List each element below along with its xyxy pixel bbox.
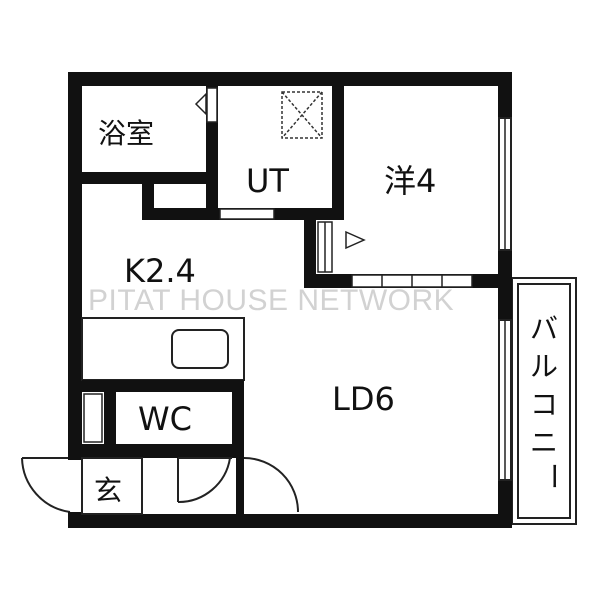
wall-ut-western	[332, 86, 344, 220]
wall-bath-bottom	[82, 172, 218, 184]
room-label-toilet: WC	[138, 400, 192, 438]
toilet-door	[177, 457, 232, 504]
windows-right	[498, 117, 512, 481]
entrance-hall	[81, 457, 143, 515]
wall-toilet-bottom	[82, 444, 244, 458]
bath-door-frame	[206, 87, 218, 123]
toilet-block	[82, 380, 244, 458]
wall-niche-bottom	[142, 208, 218, 220]
door-openings	[219, 208, 473, 288]
wall-bottom	[68, 514, 512, 528]
room-label-kitchen: K2.4	[124, 252, 196, 290]
balcony-char-4: ニ	[530, 426, 558, 459]
ut-door-opening	[219, 208, 275, 220]
western-door-triangle-icon	[345, 230, 366, 250]
living-door	[236, 457, 299, 514]
balcony-char-1: バ	[530, 312, 558, 345]
room-label-western: 洋4	[384, 162, 436, 200]
balcony-label: バ ル コ ニ ー	[530, 312, 570, 490]
room-label-entrance: 玄	[94, 474, 122, 507]
entrance-door	[21, 457, 71, 513]
balcony-char-5: ー	[537, 462, 570, 490]
wall-left-upper	[68, 72, 82, 460]
wall-top	[68, 72, 512, 86]
watermark-text: PITAT HOUSE NETWORK	[88, 284, 454, 317]
bath-door	[194, 87, 218, 123]
entrance-door-arc	[21, 457, 71, 513]
living-door-post	[236, 458, 244, 514]
sink-icon	[171, 329, 229, 369]
bath-door-triangle-icon	[194, 92, 207, 116]
room-label-bath: 浴室	[98, 117, 154, 150]
wall-step-left	[304, 208, 316, 288]
balcony-char-2: ル	[530, 350, 558, 383]
wall-toilet-right	[232, 380, 244, 458]
vent-cross-2	[281, 91, 323, 139]
balcony	[511, 277, 577, 525]
ventilation-icon	[281, 91, 323, 139]
wall-toilet-top	[82, 380, 242, 392]
balcony-char-3: コ	[530, 388, 558, 421]
room-label-living: LD6	[332, 380, 395, 418]
entrance-step	[81, 457, 143, 515]
balcony-rail	[517, 283, 571, 519]
living-door-arc	[243, 457, 299, 513]
toilet-left-closet	[83, 393, 103, 443]
balcony-outline	[511, 277, 577, 525]
toilet-door-arc	[177, 457, 231, 504]
kitchen-counter	[81, 317, 245, 381]
wall-toilet-left	[104, 380, 116, 446]
room-label-utility: UT	[246, 162, 289, 200]
